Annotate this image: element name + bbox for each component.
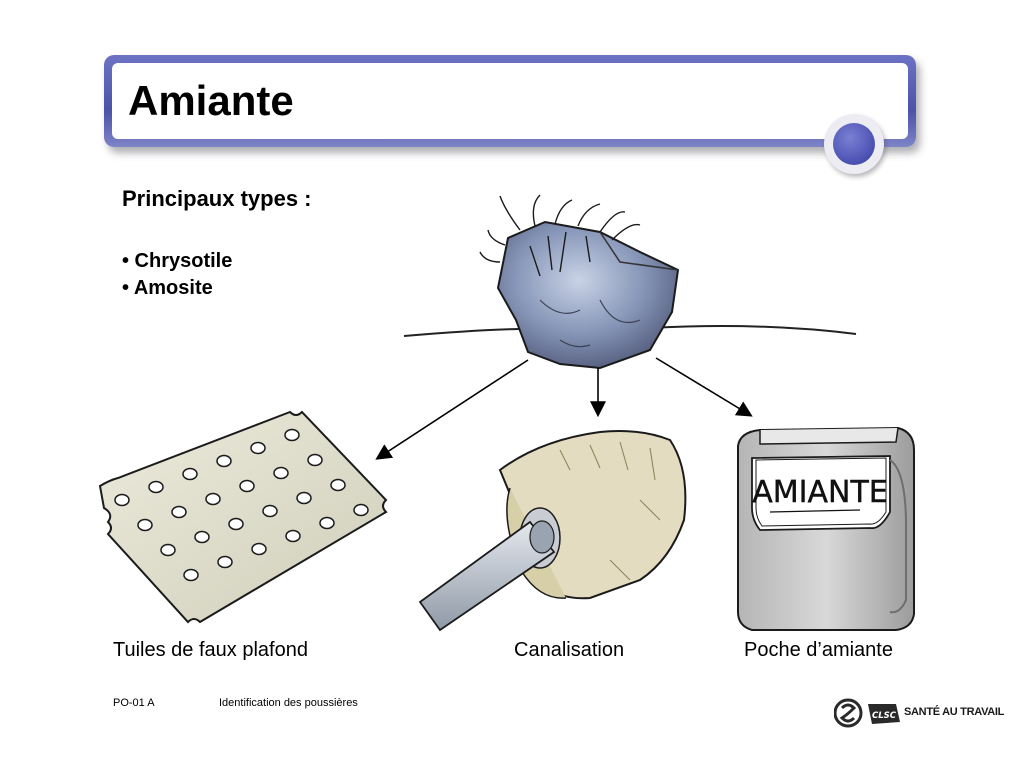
tile-hole <box>182 467 198 481</box>
tile-hole <box>250 441 266 455</box>
title-frame: Amiante <box>104 55 916 147</box>
bag-label: AMIANTE <box>752 475 888 510</box>
title-inner: Amiante <box>112 63 908 139</box>
types-list: • Chrysotile • Amosite <box>122 248 232 302</box>
tile-hole <box>216 454 232 468</box>
tile-hole <box>296 491 312 505</box>
tile-hole <box>319 516 335 530</box>
tile-hole <box>228 517 244 531</box>
tile-hole <box>273 466 289 480</box>
clsc-swirl-icon: CLSC <box>834 698 900 728</box>
tile-hole <box>284 428 300 442</box>
tile-hole <box>183 568 199 582</box>
logo-badge: CLSC <box>872 711 897 721</box>
types-heading: Principaux types : <box>122 186 312 211</box>
tile-hole <box>205 492 221 506</box>
pipe-with-insulation <box>418 430 687 632</box>
tile-hole <box>285 529 301 543</box>
tile-hole <box>194 530 210 544</box>
footer-code: PO-01 A <box>113 697 155 709</box>
tile-hole <box>114 493 130 507</box>
asbestos-rock <box>403 194 857 370</box>
tile-hole <box>148 480 164 494</box>
slide-title: Amiante <box>128 77 294 124</box>
footer-title: Identification des poussières <box>219 697 358 709</box>
title-decoration-dot <box>824 114 884 174</box>
tile-hole <box>239 479 255 493</box>
type-item-chrysotile: • Chrysotile <box>122 250 233 272</box>
caption-pipe: Canalisation <box>514 639 625 661</box>
tile-hole <box>330 478 346 492</box>
tile-hole <box>251 542 267 556</box>
tile-hole <box>262 504 278 518</box>
caption-ceiling-tiles: Tuiles de faux plafond <box>113 639 308 661</box>
arrows <box>375 357 753 460</box>
tile-hole <box>160 543 176 557</box>
tile-hole <box>137 518 153 532</box>
tile-hole <box>307 453 323 467</box>
tile-hole <box>217 555 233 569</box>
type-item-amosite: • Amosite <box>122 277 213 299</box>
ceiling-tile <box>98 410 388 624</box>
tile-hole <box>171 505 187 519</box>
tile-hole <box>353 503 369 517</box>
logo-text: SANTÉ AU TRAVAIL <box>904 706 1005 718</box>
asbestos-bag: AMIANTE <box>737 426 915 631</box>
caption-bag: Poche d’amiante <box>744 639 893 661</box>
